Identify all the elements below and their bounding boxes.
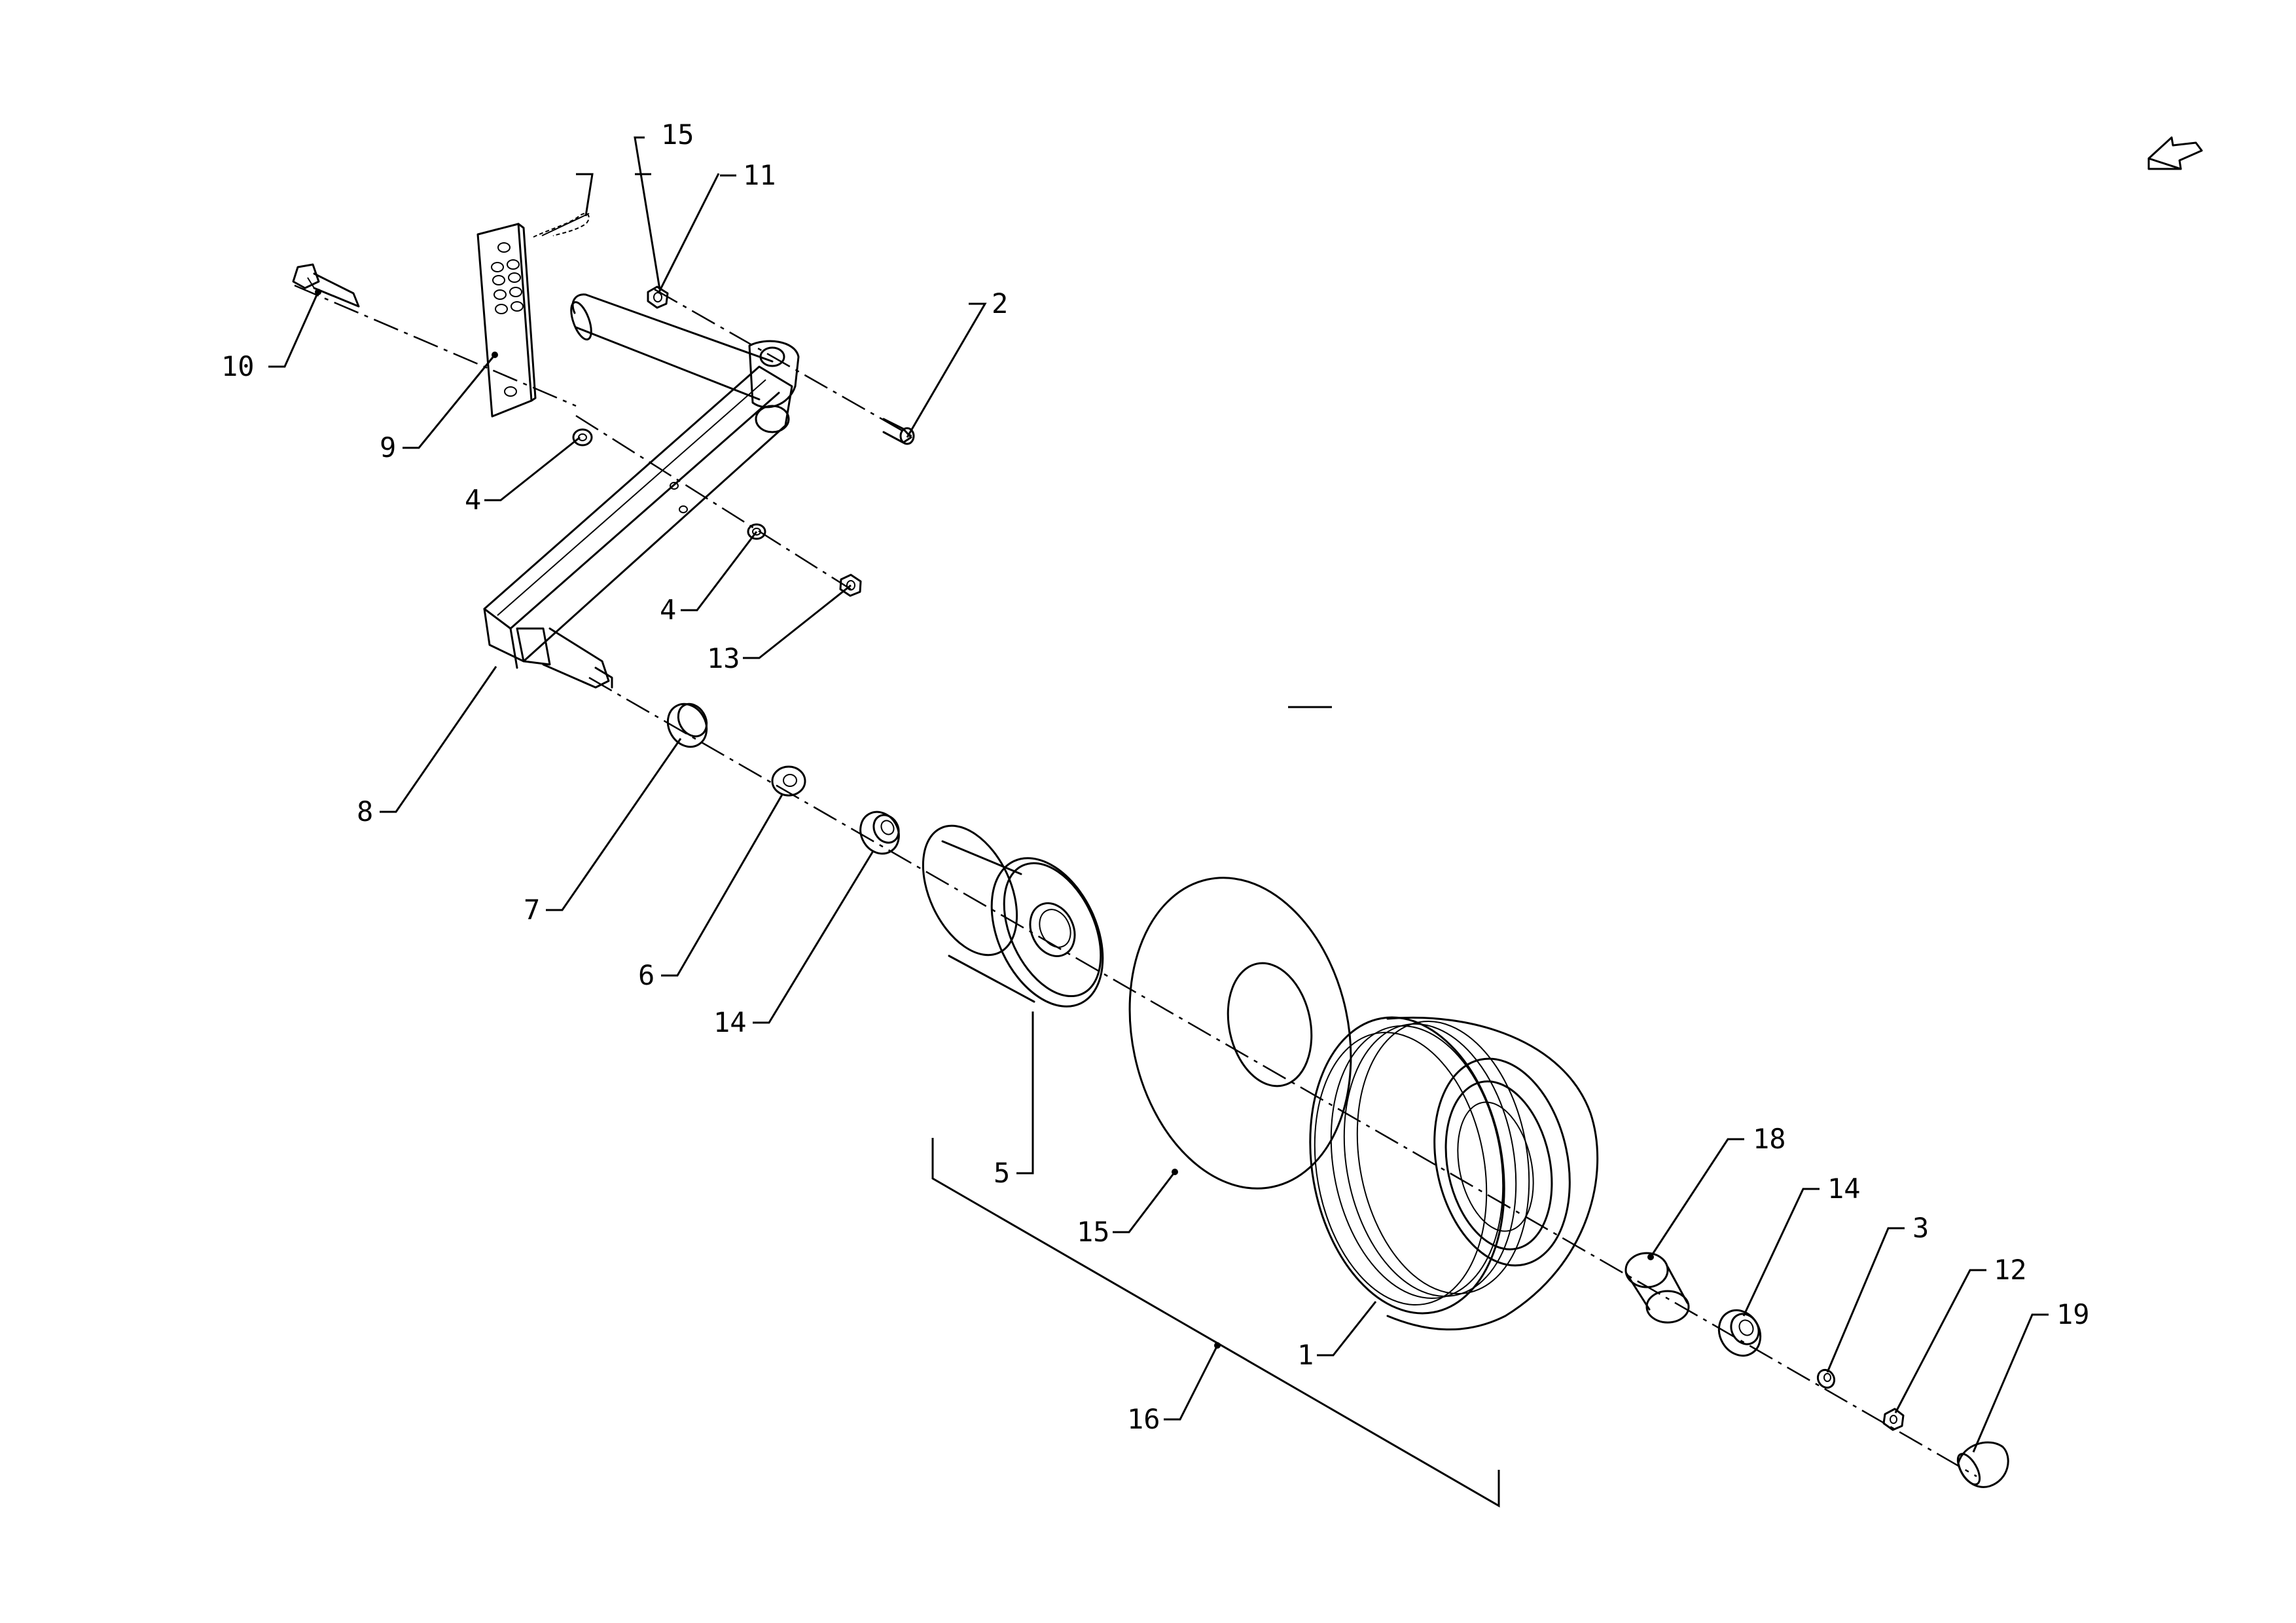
callout-2: 2	[992, 287, 1008, 319]
callout-13: 13	[707, 642, 740, 674]
callout-7: 7	[524, 894, 540, 926]
callout-16: 16	[1127, 1403, 1160, 1435]
callout-4-upper: 4	[465, 484, 481, 516]
part-6-washer	[771, 765, 806, 797]
part-19-hub-cap	[1956, 1441, 2009, 1488]
callout-4-lower: 4	[660, 594, 676, 626]
part-7-seal	[666, 702, 708, 748]
callout-10: 10	[221, 350, 255, 382]
part-17-linch-pin	[533, 213, 590, 238]
callout-1: 1	[1297, 1339, 1314, 1371]
leader-lines	[268, 136, 2049, 1453]
part-14-bearing-outer	[1717, 1309, 1762, 1357]
part-14-bearing-inner	[859, 811, 900, 855]
part-4-washer-upper	[572, 428, 593, 447]
part-15-inner-tube	[1128, 877, 1352, 1190]
part-2-bolt	[882, 418, 915, 445]
callout-17: 15	[661, 119, 694, 151]
callout-15: 15	[1077, 1216, 1110, 1248]
part-8-caster-arm	[483, 293, 800, 689]
callout-14-outer: 14	[1827, 1173, 1861, 1205]
part-3-washer	[1816, 1368, 1836, 1389]
part-16-assembly-bracket	[931, 1138, 1500, 1508]
front-direction-arrow-icon	[2147, 136, 2203, 170]
part-13-nut	[839, 574, 862, 597]
callout-6: 6	[638, 959, 655, 991]
callout-18: 18	[1753, 1123, 1786, 1155]
callout-11: 11	[743, 159, 776, 191]
part-4-washer-lower	[747, 523, 766, 540]
part-11-nut	[647, 285, 669, 309]
part-5-wheel-rim	[922, 824, 1104, 1008]
callout-19: 19	[2056, 1298, 2090, 1330]
part-1-tyre	[1309, 1016, 1599, 1331]
callout-12: 12	[1994, 1254, 2027, 1286]
callout-5: 5	[994, 1157, 1010, 1189]
assembly-axes	[294, 284, 1977, 1478]
callout-8: 8	[357, 795, 373, 828]
part-9-plate	[476, 223, 537, 418]
part-18-spacer	[1624, 1252, 1690, 1324]
callout-14-inner: 14	[713, 1006, 747, 1038]
part-12-nut	[1882, 1408, 1905, 1431]
callout-9: 9	[380, 431, 396, 464]
callout-3: 3	[1912, 1212, 1929, 1244]
callout-labels: 15 11 2 10 9 4 4 13 8 7 6 14 5 15 16 1 1…	[221, 119, 2090, 1435]
part-10-bolt	[292, 263, 360, 308]
